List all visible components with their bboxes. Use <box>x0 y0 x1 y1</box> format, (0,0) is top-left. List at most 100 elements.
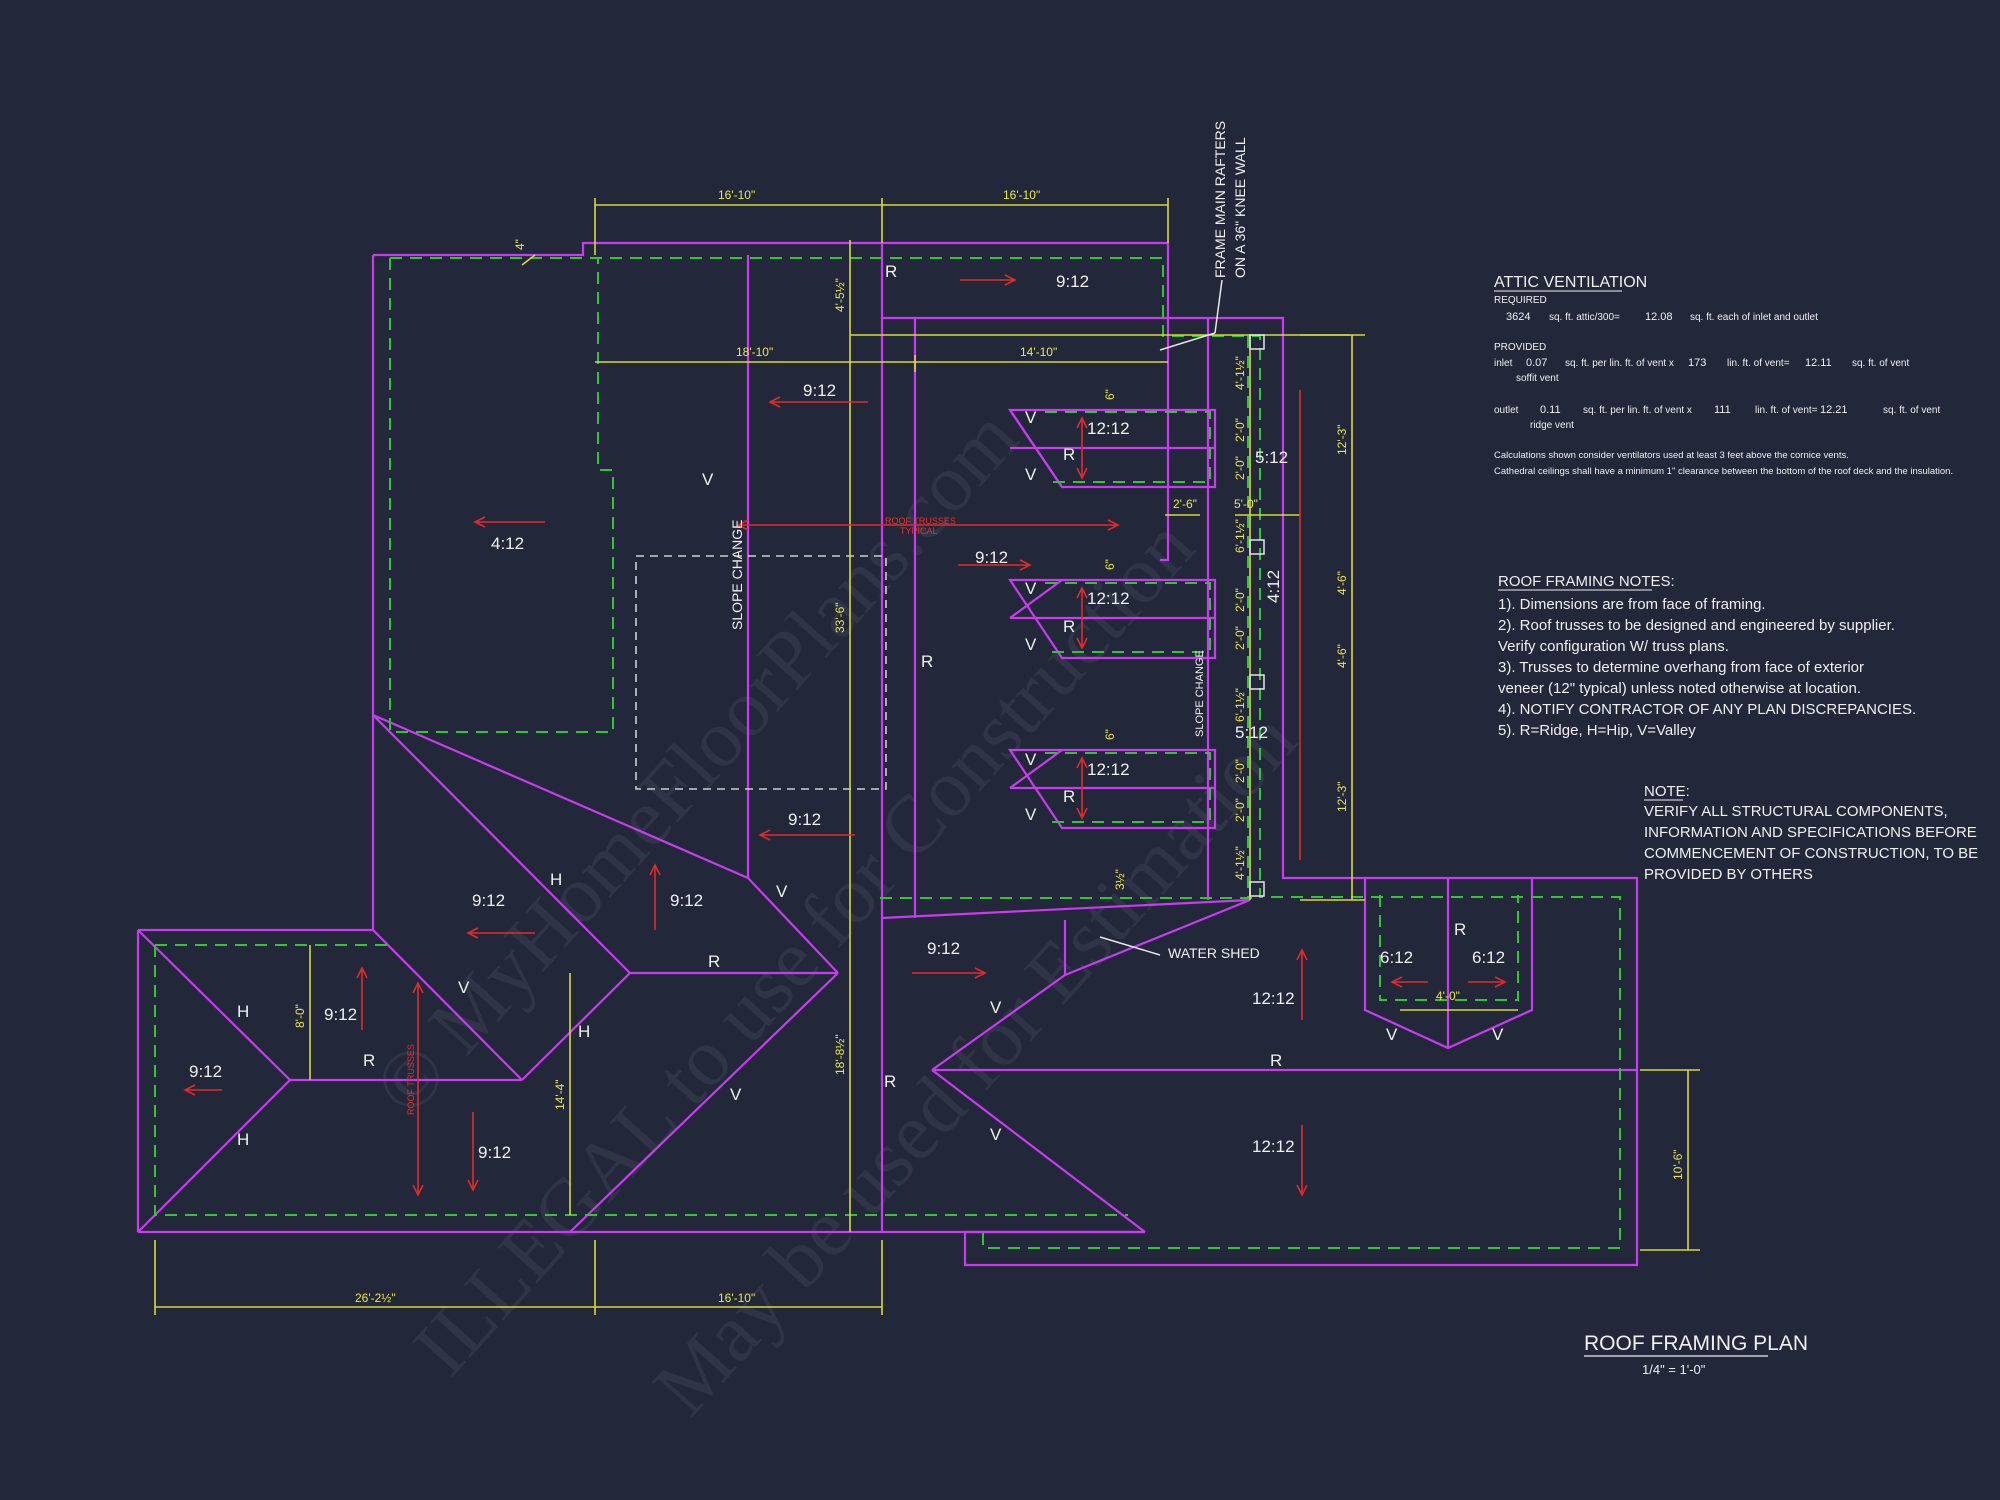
dim-text: 12'-3" <box>1335 781 1349 812</box>
vent-square <box>1249 881 1265 897</box>
general-note-line: VERIFY ALL STRUCTURAL COMPONENTS, <box>1644 803 1948 820</box>
pitch-label: 5:12 <box>1255 448 1288 467</box>
pitch-label: 9:12 <box>670 891 703 910</box>
drawing-title: ROOF FRAMING PLAN <box>1584 1332 1808 1355</box>
dim-text: 16'-10" <box>718 188 755 202</box>
hip-marker: H <box>237 1002 249 1021</box>
general-note-line: PROVIDED BY OTHERS <box>1644 866 1813 883</box>
dim-text: 2'-0" <box>1233 456 1247 480</box>
framing-markers: R V R V R V V R V V R V H V R V H R H H … <box>237 262 1504 1149</box>
note-item: 3). Trusses to determine overhang from f… <box>1498 659 1864 676</box>
notes-title: ROOF FRAMING NOTES: <box>1498 573 1675 590</box>
outlet-text: sq. ft. of vent <box>1883 405 1940 416</box>
ridge-marker: R <box>1270 1051 1282 1070</box>
slope-change-box <box>635 555 887 790</box>
vent-square <box>1249 334 1265 350</box>
dim-text: 6'-1½" <box>1233 519 1247 553</box>
required-attic-sqft: 3624 <box>1506 311 1530 323</box>
outlet-text: sq. ft. per lin. ft. of vent x <box>1583 405 1692 416</box>
vent-square <box>1249 539 1265 555</box>
valley-marker: V <box>730 1085 742 1104</box>
dim-text: 2'-0" <box>1233 759 1247 783</box>
valley-marker: V <box>1025 750 1037 769</box>
hip-marker: H <box>578 1022 590 1041</box>
knee-wall-callout-line-2: ON A 36" KNEE WALL <box>1232 137 1248 278</box>
dim-text: 4'-1½" <box>1233 356 1247 390</box>
ridge-marker: R <box>884 1072 896 1091</box>
callouts: FRAME MAIN RAFTERS ON A 36" KNEE WALL WA… <box>406 121 1260 1115</box>
valley-marker: V <box>1492 1025 1504 1044</box>
water-shed-callout: WATER SHED <box>1168 945 1260 961</box>
valley-marker: V <box>1025 579 1037 598</box>
vent-markers <box>1249 334 1265 897</box>
dim-text: 18'-10" <box>736 345 773 359</box>
dim-text: 8'-0" <box>293 1004 307 1028</box>
drawing-title-block: ROOF FRAMING PLAN 1/4" = 1'-0" <box>1584 1332 1808 1377</box>
pitch-label: 9:12 <box>803 381 836 400</box>
dim-text: 3½" <box>1113 869 1127 890</box>
valley-marker: V <box>990 1125 1002 1144</box>
ridge-marker: R <box>885 262 897 281</box>
pitch-label: 4:12 <box>491 534 524 553</box>
ridge-marker: R <box>708 952 720 971</box>
outlet-text: lin. ft. of vent= <box>1755 405 1818 416</box>
required-text: sq. ft. attic/300= <box>1549 312 1620 323</box>
dim-text: 4'-1½" <box>1233 846 1247 880</box>
valley-marker: V <box>1025 465 1037 484</box>
roof-trusses-typical-label: TYPICAL <box>900 526 938 536</box>
note-item: 5). R=Ridge, H=Hip, V=Valley <box>1498 722 1696 739</box>
pitch-label: 12:12 <box>1252 1137 1295 1156</box>
dim-text: 5'-0" <box>1234 497 1258 511</box>
dim-text: 4'-6" <box>1335 644 1349 668</box>
inlet-total: 12.11 <box>1805 357 1832 369</box>
outlet-label: outlet <box>1494 405 1519 416</box>
required-result: 12.08 <box>1645 311 1673 323</box>
slope-change-label: SLOPE CHANGE <box>729 520 745 630</box>
wall-lines <box>154 257 1621 1249</box>
pitch-label: 4:12 <box>1264 570 1283 603</box>
outlet-length: 111 <box>1714 404 1731 416</box>
ridge-marker: R <box>1063 445 1075 464</box>
knee-wall-leader <box>1159 332 1216 351</box>
general-note: NOTE: VERIFY ALL STRUCTURAL COMPONENTS, … <box>1644 783 1978 883</box>
dim-text: 6" <box>1103 729 1117 740</box>
pitch-labels: 9:12 9:12 4:12 9:12 9:12 9:12 9:12 9:12 … <box>189 272 1505 1162</box>
slope-arrows <box>183 274 1507 1197</box>
dim-text: 14'-4" <box>553 1079 567 1110</box>
outlet-type: ridge vent <box>1530 420 1574 431</box>
inlet-rate: 0.07 <box>1526 357 1547 369</box>
pitch-label: 5:12 <box>1235 723 1268 742</box>
ridge-marker: R <box>363 1051 375 1070</box>
pitch-label: 12:12 <box>1087 589 1130 608</box>
inlet-text: sq. ft. of vent <box>1852 358 1909 369</box>
dim-text: 6" <box>1103 389 1117 400</box>
calc-note: Calculations shown consider ventilators … <box>1494 450 1849 461</box>
dim-text: 10'-6" <box>1671 1149 1685 1180</box>
dim-text: 4" <box>513 239 527 250</box>
valley-marker: V <box>776 882 788 901</box>
general-note-line: INFORMATION AND SPECIFICATIONS BEFORE <box>1644 824 1977 841</box>
dim-text: 2'-0" <box>1233 418 1247 442</box>
dim-text: 14'-10" <box>1020 345 1057 359</box>
pitch-label: 12:12 <box>1252 989 1295 1008</box>
valley-marker: V <box>1025 408 1037 427</box>
pitch-label: 9:12 <box>788 810 821 829</box>
roof-trusses-label: ROOF TRUSSES <box>406 1044 416 1115</box>
roof-outline <box>136 241 1639 1267</box>
pitch-label: 9:12 <box>324 1005 357 1024</box>
pitch-label: 9:12 <box>1056 272 1089 291</box>
dim-text: 6" <box>1103 559 1117 570</box>
ridge-marker: R <box>1454 920 1466 939</box>
general-note-title: NOTE: <box>1644 783 1690 800</box>
inlet-length: 173 <box>1688 357 1706 369</box>
knee-wall-callout-line-1: FRAME MAIN RAFTERS <box>1212 121 1228 278</box>
required-text: sq. ft. each of inlet and outlet <box>1690 312 1818 323</box>
valley-marker: V <box>1025 635 1037 654</box>
general-note-line: COMMENCEMENT OF CONSTRUCTION, TO BE <box>1644 845 1978 862</box>
pitch-label: 9:12 <box>189 1062 222 1081</box>
inlet-label: inlet <box>1494 358 1513 369</box>
attic-ventilation-block: ATTIC VENTILATION REQUIRED 3624 sq. ft. … <box>1494 274 1953 477</box>
outlet-total: 12.21 <box>1820 404 1848 416</box>
dim-text: 26'-2½" <box>355 1291 396 1305</box>
